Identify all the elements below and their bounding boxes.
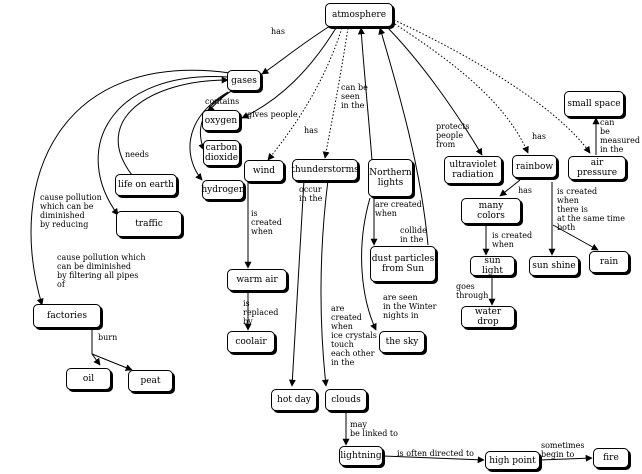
edge-rainbow-rain — [552, 224, 599, 251]
node-water-drop[interactable]: water drop — [461, 306, 515, 328]
label-is-created-when-sun: is created when — [492, 231, 533, 249]
node-thunderstorms[interactable]: thunderstorms — [291, 159, 359, 181]
node-warm-air[interactable]: warm air — [227, 269, 287, 291]
edge-atmosphere-oxygen — [241, 27, 337, 119]
node-hydrogen[interactable]: hydrogen — [201, 180, 245, 200]
label-is-replaced-by: is replaced by — [243, 299, 279, 326]
label-contains: contains — [205, 97, 240, 106]
label-are-created-when-clouds: are created when ice crystals touch each… — [331, 304, 377, 367]
node-the-sky[interactable]: the sky — [379, 331, 425, 353]
node-small-space[interactable]: small space — [564, 91, 624, 117]
edge-rainbow-colors — [499, 179, 521, 197]
node-air-pressure[interactable]: air pressure — [568, 156, 626, 180]
label-occur-in-the: occur in the — [299, 185, 323, 203]
node-traffic[interactable]: traffic — [116, 211, 182, 237]
node-rainbow[interactable]: rainbow — [512, 155, 557, 178]
node-rain[interactable]: rain — [589, 251, 629, 273]
edge-gases-hydrogen — [189, 91, 229, 181]
label-gives-people: gives people — [247, 110, 298, 119]
node-fire[interactable]: fire — [593, 448, 629, 468]
node-cool-air[interactable]: coolair — [227, 331, 275, 353]
edge-northernlights-atmosphere — [357, 27, 373, 161]
node-atmosphere[interactable]: atmosphere — [325, 3, 393, 27]
node-ultraviolet-radiation[interactable]: ultraviolet radiation — [444, 156, 502, 184]
node-high-point[interactable]: high point — [485, 451, 540, 470]
node-oil[interactable]: oil — [66, 368, 111, 390]
edge-thunder-hotday — [288, 179, 305, 387]
node-clouds[interactable]: clouds — [325, 389, 367, 411]
label-is-often-directed-to: is often directed to — [397, 449, 474, 458]
edge-factories-peat — [91, 353, 133, 371]
label-is-created-when-rain: is created when there is at the same tim… — [557, 187, 626, 232]
edge-lightning-highpoint — [382, 455, 485, 464]
node-northern-lights[interactable]: Northern lights — [368, 159, 413, 197]
node-gases[interactable]: gases — [227, 70, 261, 91]
node-wind[interactable]: wind — [244, 160, 284, 182]
node-many-colors[interactable]: many colors — [461, 198, 521, 224]
edge-nl-sky — [361, 197, 377, 331]
node-peat[interactable]: peat — [128, 370, 173, 392]
label-cause-traffic: cause pollution which can be diminished … — [40, 193, 102, 229]
node-sun-shine[interactable]: sun shine — [529, 256, 579, 276]
label-collide-in-the: collide in the — [400, 226, 427, 244]
label-are-created-when-nl: are created when — [375, 200, 422, 218]
label-protects-people-from: protects people from — [436, 122, 470, 149]
edge-highpoint-fire — [539, 454, 593, 462]
label-sometimes-begin-to: sometimes begin to — [541, 441, 585, 459]
label-has-rainbow: has — [532, 132, 547, 141]
label-has-wind: has — [304, 126, 319, 135]
label-goes-through: goes through — [456, 282, 489, 300]
edge-gases-factories — [30, 69, 231, 306]
node-lightning[interactable]: lightning — [339, 446, 383, 466]
edge-atmosphere-gases — [261, 25, 331, 75]
edge-atmosphere-thunderstorms — [322, 27, 349, 159]
node-sun-light[interactable]: sun light — [470, 256, 515, 276]
label-is-created-when-wind: is created when — [251, 209, 282, 236]
label-may-be-linked-to: may be linked to — [350, 420, 398, 438]
label-has-gases: has — [271, 27, 286, 36]
node-carbon-dioxide[interactable]: carbon dioxide — [203, 140, 240, 166]
edge-thunder-clouds — [320, 179, 329, 387]
node-oxygen[interactable]: oxygen — [202, 110, 240, 131]
label-cause-factories: cause pollution which can be diminished … — [57, 253, 146, 289]
node-life-on-earth[interactable]: life on earth — [115, 174, 177, 196]
label-has-colors: has — [518, 186, 533, 195]
node-factories[interactable]: factories — [33, 304, 101, 328]
node-hot-day[interactable]: hot day — [271, 389, 317, 411]
edge-atmosphere-airpressure — [393, 19, 591, 154]
edge-atmosphere-wind — [267, 27, 343, 161]
label-burn: burn — [98, 333, 118, 342]
label-needs: needs — [125, 150, 149, 159]
node-dust-particles[interactable]: dust particles from Sun — [370, 246, 436, 282]
label-are-seen-in: are seen in the Winter nights in — [383, 293, 437, 320]
edge-atmosphere-ultraviolet — [383, 23, 483, 156]
edge-dust-atmosphere — [378, 27, 429, 246]
label-can-be-seen-in-the: can be seen in the — [341, 83, 368, 110]
label-can-be-measured: can be measured in the — [600, 118, 641, 154]
edge-life-gases — [117, 76, 229, 176]
edge-gases-traffic — [97, 76, 229, 216]
